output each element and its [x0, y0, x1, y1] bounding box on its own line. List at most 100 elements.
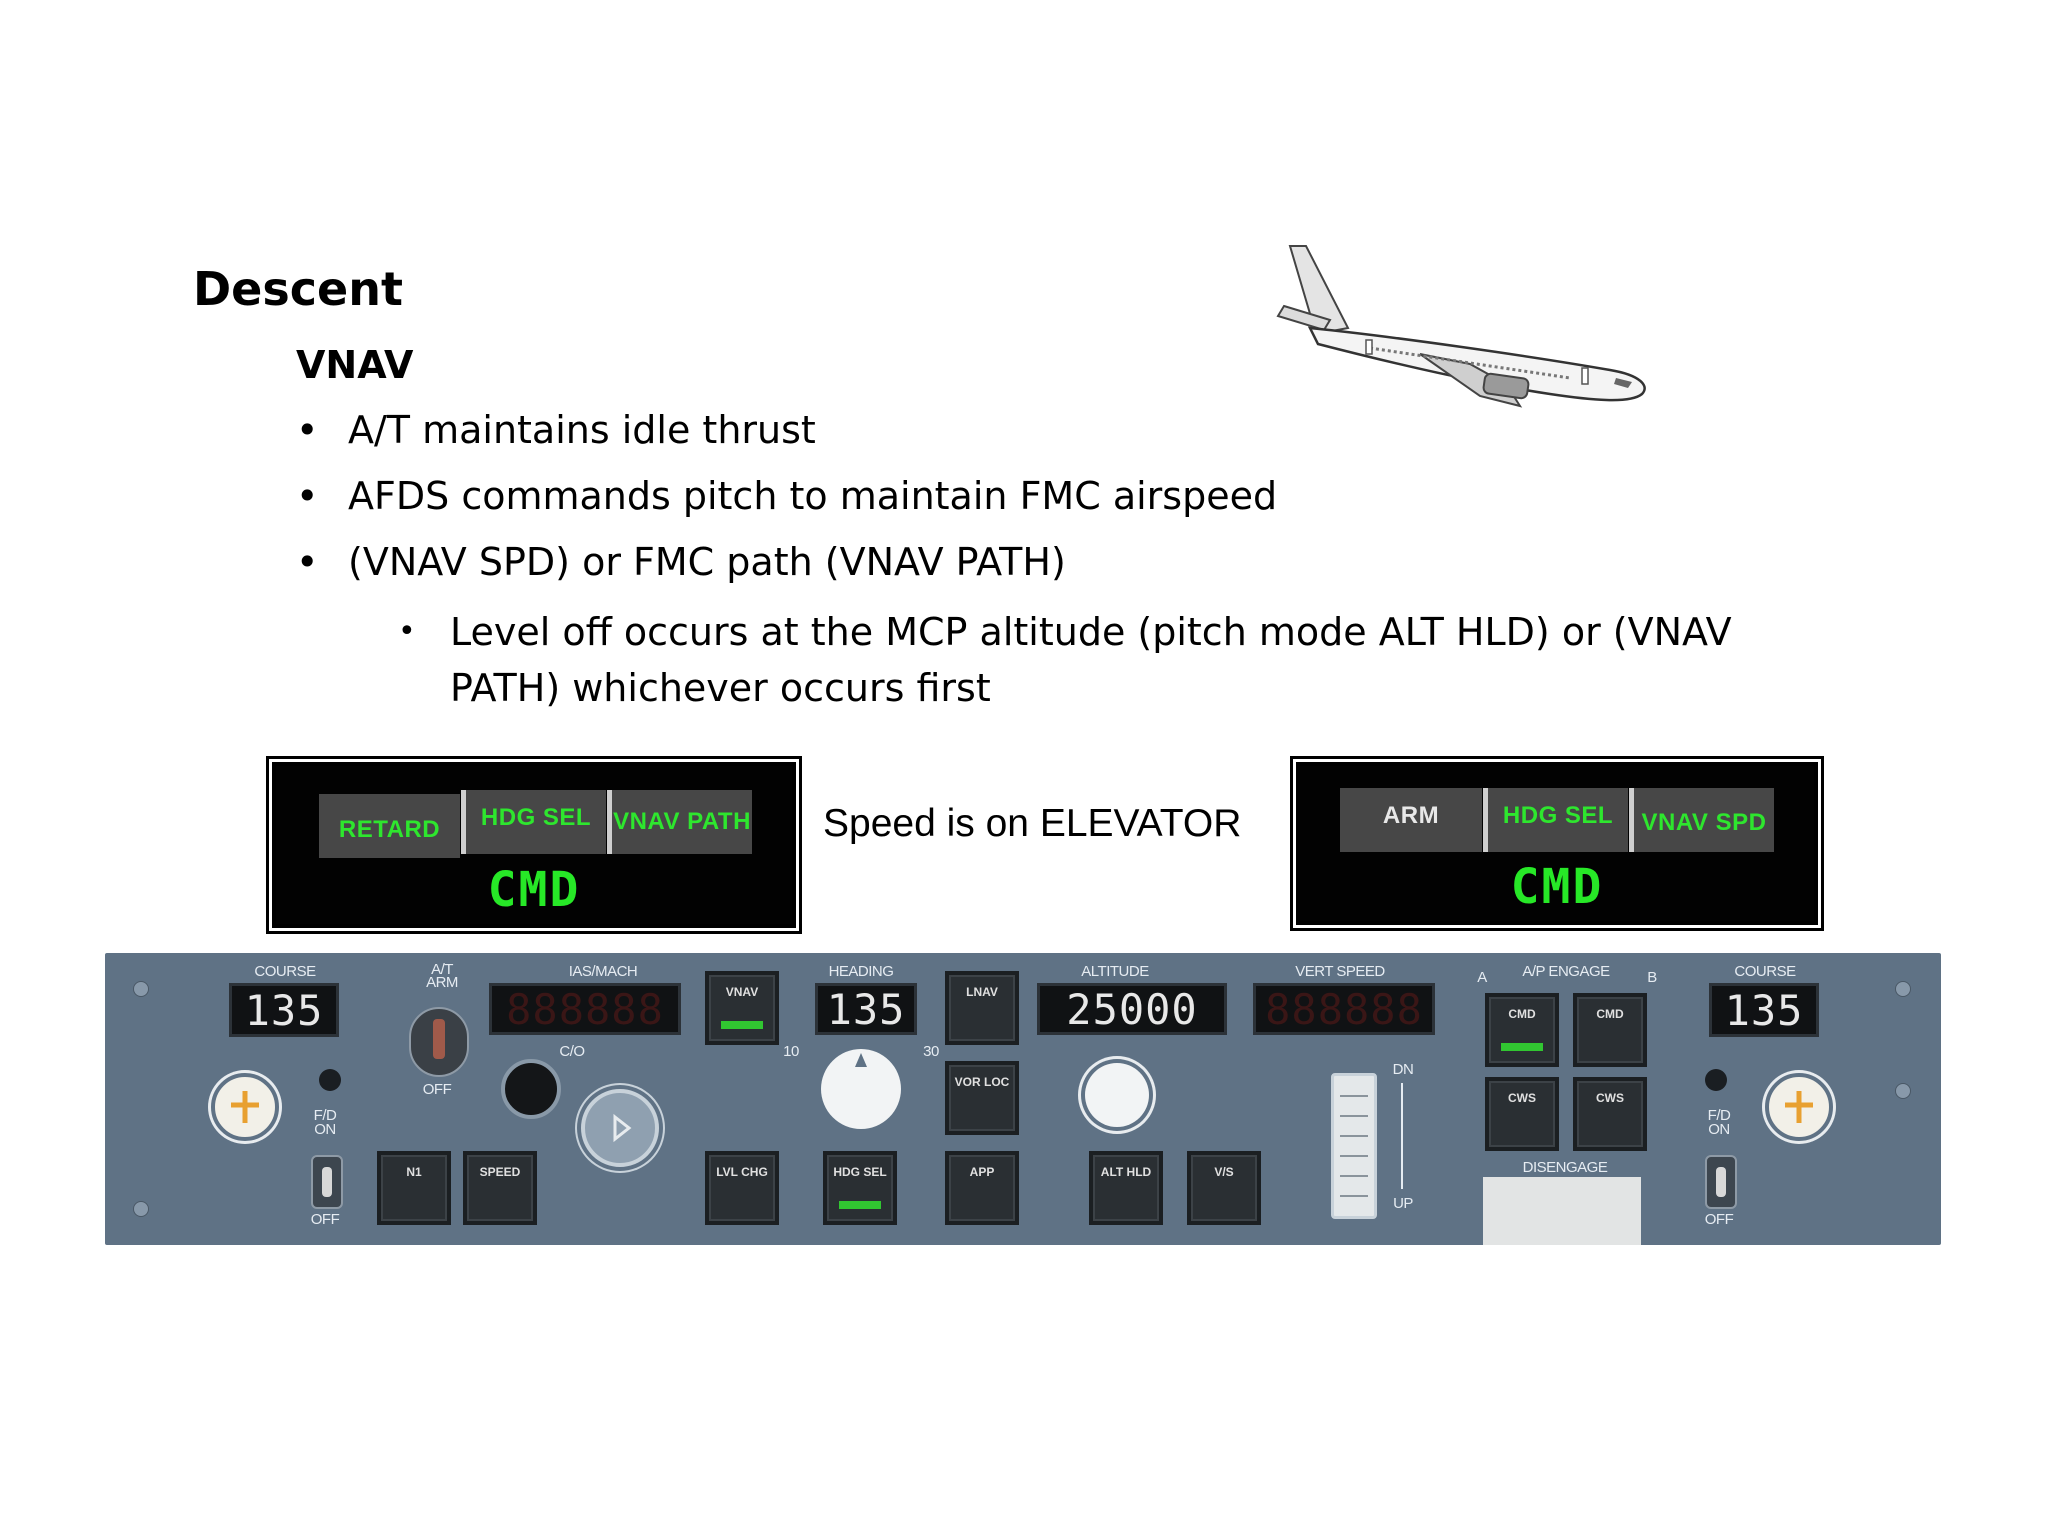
vert-speed-scale: [1401, 1083, 1403, 1189]
fd-toggle-right[interactable]: [1705, 1155, 1737, 1209]
at-arm-label: A/T ARM: [426, 961, 458, 991]
course-knob-icon[interactable]: [1765, 1073, 1833, 1141]
ap-a-label: A: [1477, 969, 1487, 986]
course-right-label: COURSE: [1734, 963, 1796, 980]
mode-control-panel: COURSE 135 F/D ON OFF A/T ARM OFF N1 SPE…: [105, 953, 1941, 1245]
course-left-display: 135: [229, 983, 339, 1037]
fd-toggle-left[interactable]: [311, 1155, 343, 1209]
vert-speed-display: 888888: [1253, 983, 1435, 1035]
up-label: UP: [1393, 1195, 1413, 1212]
fma-roll-mode: HDG SEL: [466, 790, 606, 854]
co-button[interactable]: [501, 1059, 561, 1119]
heading-knob-icon[interactable]: [821, 1049, 901, 1129]
ias-mach-value: 888888: [506, 984, 664, 1034]
fma-separator: [607, 790, 612, 854]
fma-afds-status: CMD: [1510, 859, 1604, 915]
fma-roll-mode: HDG SEL: [1488, 788, 1628, 852]
disengage-label: DISENGAGE: [1522, 1159, 1608, 1176]
lnav-button[interactable]: LNAV: [945, 971, 1019, 1045]
ma-light-right: [1705, 1069, 1727, 1091]
fma-left-screen: RETARD HDG SEL VNAV PATH CMD: [276, 766, 792, 924]
alt-hld-button[interactable]: ALT HLD: [1089, 1151, 1163, 1225]
fma-right-screen: ARM HDG SEL VNAV SPD CMD: [1300, 766, 1814, 921]
bullet-glyph: •: [296, 408, 319, 452]
heading-display: 135: [815, 983, 917, 1035]
sub-bullet-glyph: •: [398, 614, 416, 649]
bullet-text: AFDS commands pitch to maintain FMC airs…: [348, 474, 1278, 518]
app-button[interactable]: APP: [945, 1151, 1019, 1225]
fma-thrust-mode: ARM: [1340, 788, 1482, 852]
ap-engage-label: A/P ENGAGE: [1522, 963, 1610, 980]
vnav-active-led: [721, 1021, 763, 1029]
slide-subtitle: VNAV: [296, 343, 414, 387]
bullet-glyph: •: [296, 540, 319, 584]
vs-button[interactable]: V/S: [1187, 1151, 1261, 1225]
fd-lever: [322, 1167, 332, 1197]
fma-pitch-mode: VNAV PATH: [612, 790, 752, 854]
vert-speed-wheel-icon[interactable]: [1331, 1073, 1377, 1219]
bank-10-label: 10: [783, 1043, 799, 1060]
fma-left-panel: RETARD HDG SEL VNAV PATH CMD: [272, 762, 796, 928]
fd-lever: [1716, 1167, 1726, 1197]
vert-speed-label: VERT SPEED: [1295, 963, 1385, 980]
heading-label: HEADING: [828, 963, 894, 980]
fma-right-panel: ARM HDG SEL VNAV SPD CMD: [1296, 762, 1818, 925]
altitude-display: 25000: [1037, 983, 1227, 1035]
vnav-button[interactable]: VNAV: [705, 971, 779, 1045]
bullet-item: • AFDS commands pitch to maintain FMC air…: [296, 474, 1277, 518]
ma-light: [319, 1069, 341, 1091]
cws-b-button[interactable]: CWS: [1573, 1077, 1647, 1151]
fma-pitch-mode: VNAV SPD: [1634, 788, 1774, 852]
cmd-b-button[interactable]: CMD: [1573, 993, 1647, 1067]
altitude-label: ALTITUDE: [1081, 963, 1149, 980]
vor-loc-button[interactable]: VOR LOC: [945, 1061, 1019, 1135]
bank-30-label: 30: [923, 1043, 939, 1060]
hdg-sel-active-led: [839, 1201, 881, 1209]
altitude-knob-icon[interactable]: [1085, 1063, 1149, 1127]
n1-button[interactable]: N1: [377, 1151, 451, 1225]
panel-screw: [1895, 981, 1911, 997]
at-arm-toggle[interactable]: [409, 1007, 469, 1077]
vert-speed-value: 888888: [1265, 984, 1423, 1034]
slide-title: Descent: [193, 262, 403, 316]
lvl-chg-button[interactable]: LVL CHG: [705, 1151, 779, 1225]
panel-screw: [1895, 1083, 1911, 1099]
fma-afds-status: CMD: [487, 862, 581, 918]
panel-screw: [133, 981, 149, 997]
ias-mach-display: 888888: [489, 983, 681, 1035]
cmd-a-active-led: [1501, 1043, 1543, 1051]
bullet-text: (VNAV SPD) or FMC path (VNAV PATH): [348, 540, 1066, 584]
speed-note: Speed is on ELEVATOR: [823, 802, 1242, 845]
at-arm-lever: [433, 1019, 445, 1059]
fma-separator: [461, 790, 466, 854]
sub-bullet-text: Level off occurs at the MCP altitude (pi…: [450, 610, 1732, 710]
fma-thrust-mode: RETARD: [319, 794, 460, 858]
bullet-text: A/T maintains idle thrust: [348, 408, 816, 452]
bullet-item: • A/T maintains idle thrust: [296, 408, 816, 452]
fd-off-label-right: OFF: [1704, 1211, 1734, 1228]
hdg-sel-button[interactable]: HDG SEL: [823, 1151, 897, 1225]
fma-separator: [1483, 788, 1488, 852]
ap-b-label: B: [1647, 969, 1657, 986]
fd-off-label: OFF: [310, 1211, 340, 1228]
disengage-bar[interactable]: [1483, 1177, 1641, 1245]
fma-separator: [1629, 788, 1634, 852]
sub-bullet-item: • Level off occurs at the MCP altitude (…: [398, 604, 1898, 724]
cmd-a-button[interactable]: CMD: [1485, 993, 1559, 1067]
co-label: C/O: [559, 1043, 585, 1060]
bullet-glyph: •: [296, 474, 319, 518]
speed-button[interactable]: SPEED: [463, 1151, 537, 1225]
cws-a-button[interactable]: CWS: [1485, 1077, 1559, 1151]
fd-on-label-right: F/D ON: [1707, 1107, 1731, 1138]
airplane-illustration: [1276, 245, 1646, 408]
panel-screw: [133, 1201, 149, 1217]
fd-on-label: F/D ON: [313, 1107, 337, 1138]
at-off-label: OFF: [422, 1081, 452, 1098]
bullet-item: • (VNAV SPD) or FMC path (VNAV PATH): [296, 540, 1066, 584]
course-left-label: COURSE: [254, 963, 316, 980]
speed-knob-icon[interactable]: [581, 1089, 659, 1167]
ias-mach-label: IAS/MACH: [568, 963, 638, 980]
course-knob-icon[interactable]: [211, 1073, 279, 1141]
dn-label: DN: [1392, 1061, 1414, 1078]
course-right-display: 135: [1709, 983, 1819, 1037]
